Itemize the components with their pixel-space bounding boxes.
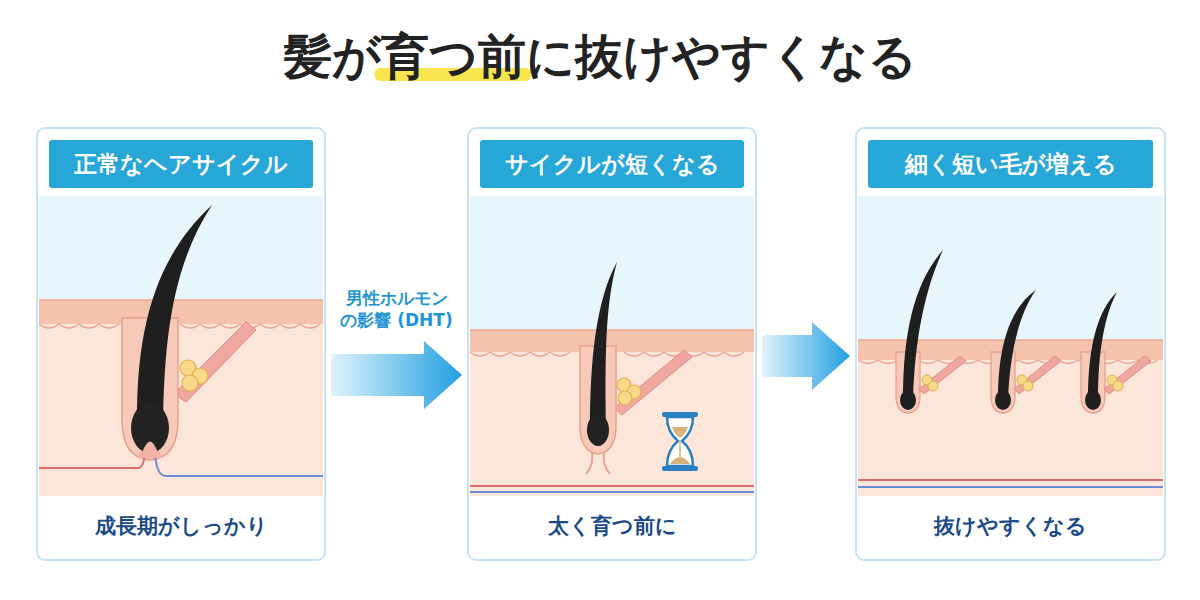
panel-caption: 太く育つ前に <box>468 512 756 540</box>
panel-heading: 正常なヘアサイクル <box>49 140 313 188</box>
stage-panel: サイクルが短くなる太く育つ前に <box>468 128 756 560</box>
skin-section-normal <box>39 205 323 496</box>
panel-ground <box>37 128 1165 560</box>
panel-caption: 成長期がしっかり <box>37 512 325 540</box>
panel-heading: サイクルが短くなる <box>480 140 744 188</box>
arrow-label: 男性ホルモン の影響 (DHT) <box>332 287 462 331</box>
skin-section-thin-hair <box>858 250 1163 496</box>
stage-panel: 正常なヘアサイクル成長期がしっかり <box>37 128 325 560</box>
skin-section-short-cycle <box>470 262 754 496</box>
diagram-title: 髪が育つ前に抜けやすくなる <box>0 28 1200 86</box>
panel-caption: 抜けやすくなる <box>856 512 1165 540</box>
hourglass-icon <box>662 412 698 471</box>
panel-heading: 細く短い毛が増える <box>868 140 1153 188</box>
flow-arrow <box>762 322 850 390</box>
stage-panel: 細く短い毛が増える抜けやすくなる <box>856 128 1165 560</box>
flow-arrow <box>331 341 462 409</box>
